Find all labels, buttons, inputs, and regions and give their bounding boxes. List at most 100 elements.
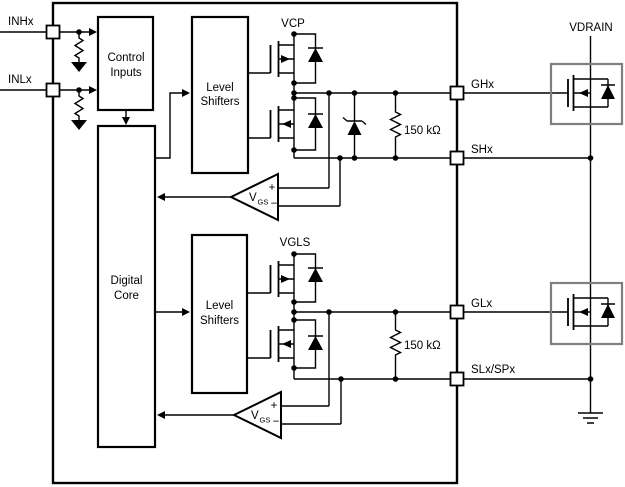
mosfet-bars — [567, 294, 575, 330]
pin-terminal-icon — [449, 85, 465, 101]
block-digital-core: Digital Core — [96, 124, 157, 449]
resistor-value-high: 150 kΩ — [404, 125, 441, 137]
external-mosfet-high — [549, 62, 624, 126]
comparator-triangle-icon — [228, 172, 279, 222]
diode-triangle — [601, 85, 615, 99]
pin-label-shx: SHx — [471, 144, 493, 156]
arrow-down-icon — [122, 117, 130, 125]
diode-triangle — [308, 336, 323, 350]
ground-arrow-icon — [71, 120, 87, 130]
low-side-driver: VGLS 150 kΩ V — [231, 237, 451, 440]
diode-triangle — [347, 121, 362, 135]
vgs-comparator-low: VGS + − — [231, 312, 342, 440]
mosfet-source-low-icon — [247, 261, 294, 297]
pin-label-inlx: INLx — [8, 74, 32, 86]
junction-dot — [587, 155, 594, 161]
mosfet-leads — [247, 264, 294, 294]
control-inputs-label-1: Control — [107, 52, 144, 64]
block-level-shifters-high: Level Shifters — [190, 15, 250, 175]
arrow-right-icon — [89, 28, 97, 36]
arrow-right-icon — [182, 89, 190, 97]
comparator-input-wires — [281, 312, 342, 425]
junction-dot — [587, 376, 594, 382]
vgs-comparator-high: VGS + − — [228, 93, 341, 222]
net-label-vgls: VGLS — [280, 237, 311, 249]
net-label-vdrain: VDRAIN — [569, 22, 612, 34]
level-shifters-low-label-1: Level — [206, 300, 234, 312]
mosfet-arrow-icon — [281, 55, 290, 63]
digital-core-label-1: Digital — [111, 275, 143, 287]
external-mosfet-box — [549, 62, 624, 126]
level-shifters-high-label-1: Level — [206, 82, 234, 94]
level-shifters-high-label-2: Shifters — [201, 96, 240, 108]
mosfet-leads — [248, 44, 294, 74]
arrow-control-to-core — [122, 110, 130, 125]
comparator-minus-sign: − — [271, 198, 278, 210]
pin-label-ghx: GHx — [471, 79, 494, 91]
comparator-label: VGS — [249, 192, 268, 207]
digital-core-box — [96, 124, 157, 449]
input-pin-inhx: INHx — [0, 16, 97, 40]
body-diode-icon — [294, 319, 323, 369]
mosfet-bars — [269, 41, 280, 77]
pin-terminal-icon — [449, 371, 465, 387]
ground-icon — [578, 412, 603, 424]
output-pin-shx: SHx — [449, 144, 591, 166]
arrow-right-icon — [182, 308, 190, 316]
comparator-plus-sign: + — [271, 400, 278, 412]
block-level-shifters-low: Level Shifters — [190, 233, 249, 395]
mosfet-sink-low-icon — [247, 326, 294, 362]
junction-dots-low — [291, 251, 399, 382]
mosfet-bars — [567, 75, 575, 111]
mosfet-bars — [269, 106, 280, 142]
diode-triangle — [308, 268, 323, 282]
pin-terminal-icon — [45, 82, 61, 98]
diode-triangle — [308, 114, 323, 128]
pin-label-inhx: INHx — [8, 16, 34, 28]
body-diode-icon — [294, 253, 323, 303]
resistor-value-low: 150 kΩ — [404, 340, 441, 352]
ground-bars — [578, 412, 603, 424]
external-mosfet-low — [549, 281, 624, 346]
level-shifters-high-box — [190, 15, 250, 175]
pin-terminal-icon — [449, 304, 465, 320]
digital-core-label-2: Core — [114, 290, 139, 302]
level-shifters-low-label-2: Shifters — [200, 315, 239, 327]
mosfet-arrow-icon — [281, 275, 290, 283]
pin-label-slx-spx: SLx/SPx — [471, 364, 515, 376]
arrow-core-to-levelshifter-low — [155, 308, 190, 316]
level-shifters-low-box — [190, 233, 249, 395]
wire — [155, 92, 182, 159]
arrow-core-to-levelshifter-high — [155, 89, 190, 159]
mosfet-sink-high-icon — [248, 106, 294, 142]
net-label-vcp: VCP — [281, 18, 305, 30]
high-side-driver: VCP 150 kΩ — [228, 18, 451, 222]
arrow-right-icon — [89, 86, 97, 94]
body-diode-icon — [294, 33, 323, 84]
mosfet-bars — [269, 261, 280, 297]
mosfet-source-high-icon — [248, 41, 294, 77]
diode-triangle — [308, 48, 323, 62]
resistor-zigzag-icon — [73, 32, 85, 62]
mosfet-arrow-icon — [579, 89, 588, 97]
resistor-zigzag-icon — [388, 312, 403, 379]
mosfet-bars — [269, 326, 280, 362]
mosfet-arrow-icon — [579, 308, 588, 316]
external-mosfet-box — [549, 281, 624, 346]
arrow-left-icon — [157, 193, 165, 201]
comparator-triangle-icon — [231, 390, 282, 440]
resistor-zigzag-icon — [73, 90, 85, 120]
output-pin-glx: GLx — [449, 298, 568, 320]
body-diode-icon — [294, 97, 323, 151]
control-inputs-label-2: Inputs — [110, 67, 142, 79]
pulldown-resistor-inhx — [71, 32, 87, 72]
input-pin-inlx: INLx — [0, 74, 97, 98]
resistor-zigzag-icon — [388, 93, 403, 158]
external-power-stage: VDRAIN — [549, 22, 624, 424]
pin-terminal-icon — [45, 24, 61, 40]
comparator-label: VGS — [251, 410, 270, 425]
pulldown-resistor-inlx — [71, 90, 87, 130]
mosfet-arrow-icon — [282, 340, 291, 348]
